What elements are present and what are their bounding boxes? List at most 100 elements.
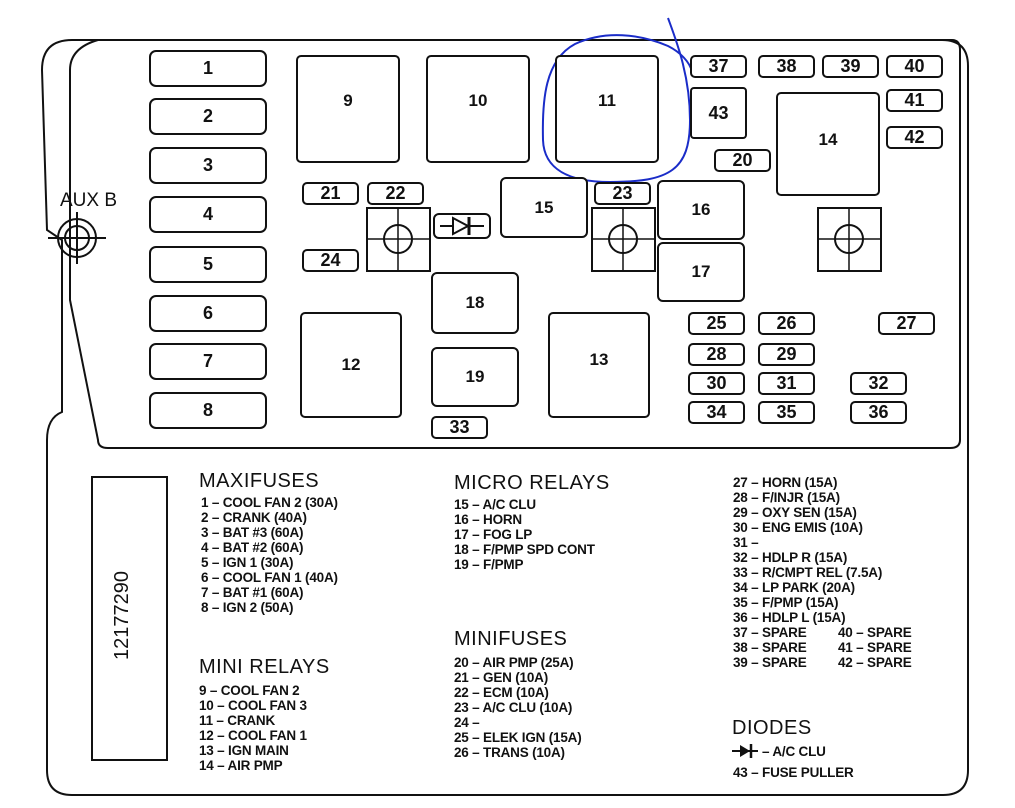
- minifuse-26: 26: [758, 312, 815, 335]
- legend-item: 43 – FUSE PULLER: [733, 765, 854, 780]
- legend-item: 19 – F/PMP: [454, 557, 524, 572]
- minifuses-list-2: 27 – HORN (15A) 28 – F/INJR (15A) 29 – O…: [733, 475, 882, 625]
- diode-icon: [433, 213, 491, 239]
- micro-relays-heading: MICRO RELAYS: [454, 472, 610, 494]
- aux-b-stud-icon: [48, 212, 106, 264]
- legend-item: 24 –: [454, 715, 480, 730]
- legend-item: 33 – R/CMPT REL (7.5A): [733, 565, 883, 580]
- legend-item: 38 – SPARE: [733, 640, 807, 655]
- legend-item: 22 – ECM (10A): [454, 685, 549, 700]
- legend-item: 5 – IGN 1 (30A): [201, 555, 294, 570]
- minifuse-30: 30: [688, 372, 745, 395]
- mini-relay-10: 10: [426, 55, 530, 163]
- minifuse-22: 22: [367, 182, 424, 205]
- legend-item: 12 – COOL FAN 1: [199, 728, 307, 743]
- legend-item: 9 – COOL FAN 2: [199, 683, 300, 698]
- minifuse-36: 36: [850, 401, 907, 424]
- minifuses-list: 20 – AIR PMP (25A) 21 – GEN (10A) 22 – E…: [454, 655, 582, 760]
- micro-relay-19: 19: [431, 347, 519, 407]
- mini-relays-heading: MINI RELAYS: [199, 656, 330, 678]
- minifuse-21: 21: [302, 182, 359, 205]
- legend-item: 7 – BAT #1 (60A): [201, 585, 304, 600]
- legend-item: 37 – SPARE: [733, 625, 807, 640]
- legend-item: 4 – BAT #2 (60A): [201, 540, 304, 555]
- diode-legend-icon: [732, 744, 758, 758]
- diodes-heading: DIODES: [732, 717, 812, 739]
- maxifuse-8: 8: [149, 392, 267, 429]
- legend-item: 39 – SPARE: [733, 655, 807, 670]
- maxifuse-1: 1: [149, 50, 267, 87]
- minifuse-29: 29: [758, 343, 815, 366]
- minifuse-31: 31: [758, 372, 815, 395]
- hand-drawn-highlight: [541, 17, 693, 184]
- micro-relays-list: 15 – A/C CLU 16 – HORN 17 – FOG LP 18 – …: [454, 497, 595, 572]
- legend-item: 20 – AIR PMP (25A): [454, 655, 574, 670]
- mini-relay-11: 11: [555, 55, 659, 163]
- minifuse-32: 32: [850, 372, 907, 395]
- mini-relay-12: 12: [300, 312, 402, 418]
- legend-item: 41 – SPARE: [838, 640, 912, 655]
- aux-b-label: AUX B: [60, 190, 118, 211]
- legend-item: 2 – CRANK (40A): [201, 510, 307, 525]
- minifuse-38: 38: [758, 55, 815, 78]
- minifuse-34: 34: [688, 401, 745, 424]
- mini-relays-list: 9 – COOL FAN 2 10 – COOL FAN 3 11 – CRAN…: [199, 683, 307, 773]
- minifuse-33: 33: [431, 416, 488, 439]
- upper-panel-outline: [69, 39, 961, 449]
- maxifuses-heading: MAXIFUSES: [199, 470, 320, 492]
- minifuse-27: 27: [878, 312, 935, 335]
- legend-item: 17 – FOG LP: [454, 527, 533, 542]
- legend-item: – A/C CLU: [762, 744, 826, 759]
- minifuse-37: 37: [690, 55, 747, 78]
- legend-item: 25 – ELEK IGN (15A): [454, 730, 582, 745]
- mini-relay-9: 9: [296, 55, 400, 163]
- legend-item: 42 – SPARE: [838, 655, 912, 670]
- legend-item: 23 – A/C CLU (10A): [454, 700, 573, 715]
- fuse-block-outline: [40, 39, 969, 796]
- minifuse-20: 20: [714, 149, 771, 172]
- legend-item: 10 – COOL FAN 3: [199, 698, 307, 713]
- maxifuse-6: 6: [149, 295, 267, 332]
- legend-item: 34 – LP PARK (20A): [733, 580, 855, 595]
- diodes-list: – A/C CLU: [762, 744, 826, 759]
- legend-item: 27 – HORN (15A): [733, 475, 838, 490]
- mini-relay-14: 14: [776, 92, 880, 196]
- fuse-puller-43: 43: [690, 87, 747, 139]
- diodes-list-2: 43 – FUSE PULLER: [733, 765, 854, 780]
- minifuse-35: 35: [758, 401, 815, 424]
- maxifuse-4: 4: [149, 196, 267, 233]
- bolt-post-icon: [366, 207, 431, 272]
- legend-item: 18 – F/PMP SPD CONT: [454, 542, 595, 557]
- micro-relay-18: 18: [431, 272, 519, 334]
- minifuses-heading: MINIFUSES: [454, 628, 568, 650]
- legend-item: 8 – IGN 2 (50A): [201, 600, 294, 615]
- part-number: 12177290: [111, 571, 133, 660]
- legend-item: 21 – GEN (10A): [454, 670, 548, 685]
- minifuse-23: 23: [594, 182, 651, 205]
- legend-item: 3 – BAT #3 (60A): [201, 525, 304, 540]
- legend-item: 16 – HORN: [454, 512, 522, 527]
- legend-item: 31 –: [733, 535, 759, 550]
- legend-item: 32 – HDLP R (15A): [733, 550, 848, 565]
- bolt-post-icon: [817, 207, 882, 272]
- legend-item: 6 – COOL FAN 1 (40A): [201, 570, 338, 585]
- legend-item: 35 – F/PMP (15A): [733, 595, 839, 610]
- minifuse-39: 39: [822, 55, 879, 78]
- legend-item: 26 – TRANS (10A): [454, 745, 565, 760]
- micro-relay-16: 16: [657, 180, 745, 240]
- minifuse-42: 42: [886, 126, 943, 149]
- minifuse-24: 24: [302, 249, 359, 272]
- legend-item: 14 – AIR PMP: [199, 758, 283, 773]
- bolt-post-icon: [591, 207, 656, 272]
- legend-item: 29 – OXY SEN (15A): [733, 505, 857, 520]
- minifuse-28: 28: [688, 343, 745, 366]
- maxifuses-list: 1 – COOL FAN 2 (30A) 2 – CRANK (40A) 3 –…: [201, 495, 338, 615]
- legend-item: 30 – ENG EMIS (10A): [733, 520, 863, 535]
- part-number-label-frame: [91, 476, 168, 761]
- minifuse-40: 40: [886, 55, 943, 78]
- micro-relay-15: 15: [500, 177, 588, 238]
- mini-relay-13: 13: [548, 312, 650, 418]
- maxifuse-2: 2: [149, 98, 267, 135]
